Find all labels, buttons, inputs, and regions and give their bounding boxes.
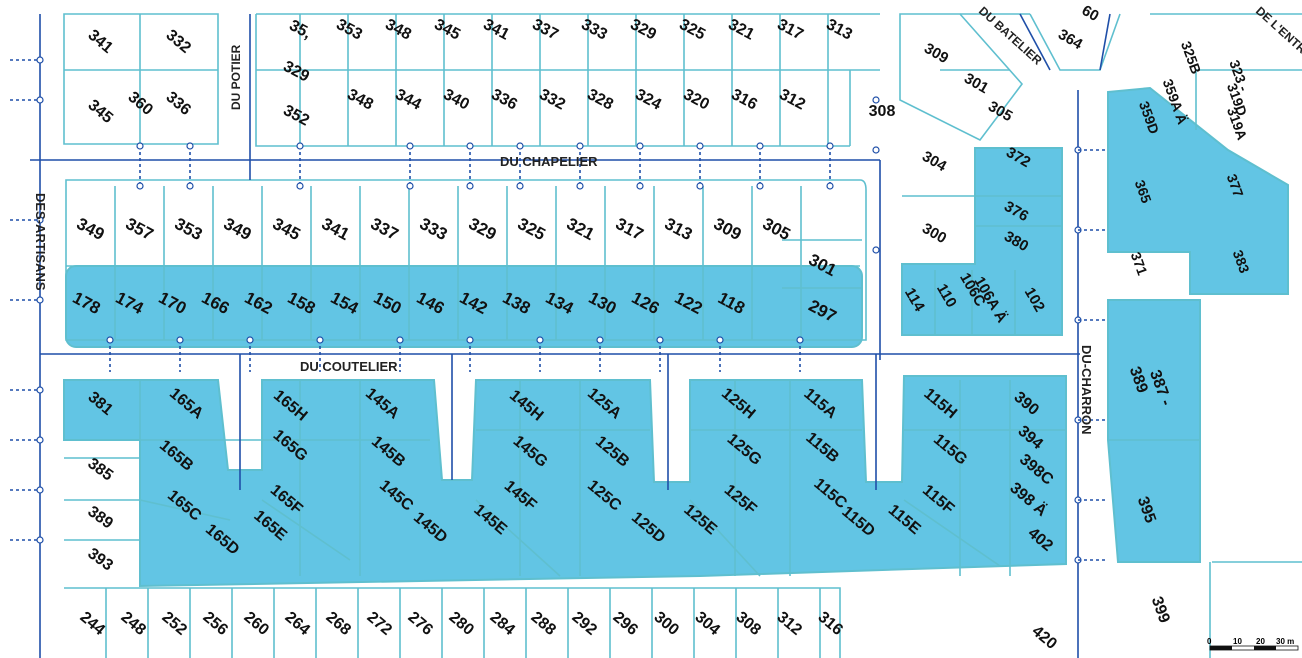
- utility-node: [536, 336, 544, 344]
- lot-line: [64, 587, 841, 658]
- lot-boundaries: [63, 13, 1302, 658]
- lot-number: 371: [1128, 250, 1151, 278]
- utility-node: [136, 182, 144, 190]
- utility-network: [10, 13, 1111, 658]
- scale-bar-segment: [1254, 646, 1276, 650]
- utility-node: [756, 182, 764, 190]
- utility-node: [596, 336, 604, 344]
- scale-tick-0: 0: [1207, 637, 1212, 646]
- scale-tick-30m: 30 m: [1276, 637, 1294, 646]
- utility-node: [516, 182, 524, 190]
- lot-number: 377: [1224, 172, 1247, 200]
- scale-tick-10: 10: [1233, 637, 1242, 646]
- utility-node: [36, 96, 44, 104]
- utility-node: [36, 536, 44, 544]
- utility-node: [36, 56, 44, 64]
- street-du-chapelier: DU CHAPELIER: [500, 154, 598, 169]
- utility-node: [106, 336, 114, 344]
- street-des-artisans: DES-ARTISANS: [33, 193, 48, 291]
- scale-bar-segment: [1210, 646, 1232, 650]
- scale-bar: 0 10 20 30 m: [1207, 637, 1299, 651]
- lot-line: [139, 499, 231, 521]
- utility-node: [36, 386, 44, 394]
- utility-node: [636, 182, 644, 190]
- utility-line: [1019, 13, 1051, 71]
- utility-node: [246, 336, 254, 344]
- utility-line: [1099, 13, 1111, 71]
- lot-line: [903, 499, 1001, 567]
- utility-node: [396, 336, 404, 344]
- utility-node: [466, 182, 474, 190]
- lot-line: [475, 499, 561, 577]
- utility-node: [872, 96, 880, 104]
- utility-node: [696, 142, 704, 150]
- lot-line: [261, 499, 351, 561]
- street-du-charron: DU-CHARRON: [1079, 345, 1094, 435]
- lot-number: 60: [1079, 2, 1102, 25]
- utility-node: [466, 142, 474, 150]
- parcel-fill-bottom-block: [63, 375, 1067, 588]
- lot-line: [65, 179, 867, 341]
- lot-line: [899, 13, 1024, 142]
- lot-number: 308: [869, 103, 896, 120]
- utility-node: [872, 246, 880, 254]
- utility-node: [406, 182, 414, 190]
- utility-node: [466, 336, 474, 344]
- utility-node: [36, 296, 44, 304]
- utility-node: [406, 142, 414, 150]
- lot-number: 365: [1132, 178, 1155, 206]
- lot-number: 383: [1230, 248, 1253, 276]
- scale-tick-20: 20: [1256, 637, 1265, 646]
- lot-line: [1029, 13, 1121, 71]
- utility-node: [576, 182, 584, 190]
- utility-node: [136, 142, 144, 150]
- utility-node: [576, 142, 584, 150]
- street-du-coutelier: DU COUTELIER: [300, 359, 398, 374]
- utility-node: [296, 142, 304, 150]
- utility-node: [636, 142, 644, 150]
- parcel-fill-right-lower: [1107, 299, 1201, 563]
- utility-node: [756, 142, 764, 150]
- utility-node: [36, 436, 44, 444]
- utility-node: [656, 336, 664, 344]
- utility-node: [36, 486, 44, 494]
- utility-node: [826, 142, 834, 150]
- utility-node: [316, 336, 324, 344]
- street-du-potier: DU POTIER: [229, 44, 243, 110]
- utility-node: [696, 182, 704, 190]
- utility-node: [796, 336, 804, 344]
- lot-line: [63, 13, 219, 145]
- utility-node: [516, 142, 524, 150]
- lot-line: [255, 14, 850, 147]
- utility-node: [872, 146, 880, 154]
- utility-node: [186, 182, 194, 190]
- utility-node: [186, 142, 194, 150]
- utility-node: [296, 182, 304, 190]
- utility-node: [176, 336, 184, 344]
- lot-line: [689, 499, 761, 577]
- utility-node: [716, 336, 724, 344]
- utility-node: [826, 182, 834, 190]
